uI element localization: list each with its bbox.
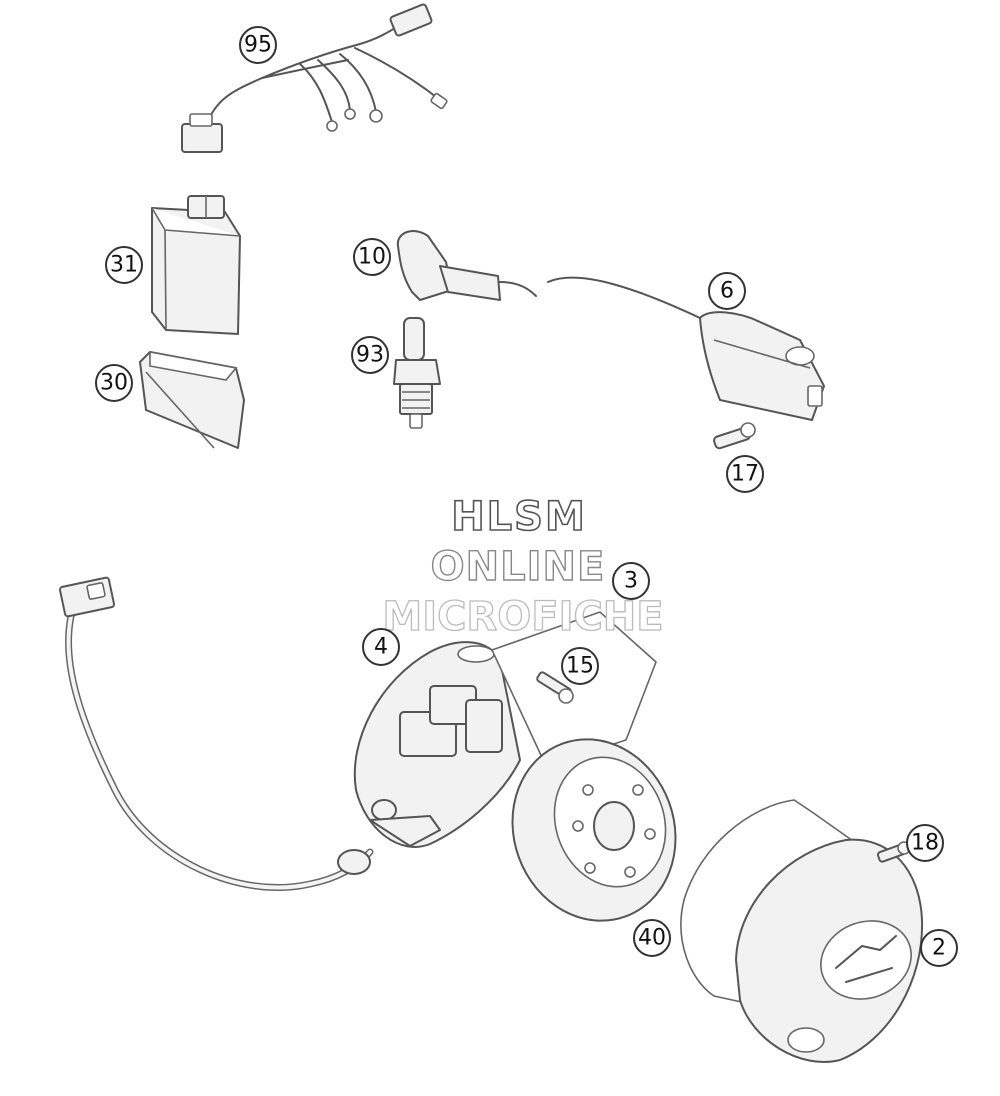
callout-15-label: 15 <box>566 654 594 679</box>
watermark-line-3: MICROFICHE <box>382 594 663 640</box>
callout-95: 95 <box>239 26 277 64</box>
callout-17-label: 17 <box>731 462 759 487</box>
callout-10: 10 <box>353 238 391 276</box>
callout-6: 6 <box>708 272 746 310</box>
callout-15: 15 <box>561 647 599 685</box>
watermark-line-1: HLSM <box>451 494 587 540</box>
callout-2: 2 <box>920 929 958 967</box>
callout-31: 31 <box>105 246 143 284</box>
watermark: HLSM ONLINE MICROFICHE <box>382 493 665 640</box>
ignition-cover-part <box>735 838 924 1063</box>
callout-3-label: 3 <box>624 569 638 594</box>
callout-30: 30 <box>95 364 133 402</box>
callout-10-label: 10 <box>358 245 386 270</box>
callout-2-label: 2 <box>932 936 946 961</box>
wiring-harness-part <box>181 3 448 153</box>
watermark-line-2: ONLINE <box>431 544 606 590</box>
stator-part <box>58 576 521 891</box>
callout-17: 17 <box>726 455 764 493</box>
callout-95-label: 95 <box>244 33 272 58</box>
ignition-coil-part <box>547 276 825 421</box>
coil-bolt-part <box>713 422 756 450</box>
callout-40: 40 <box>633 919 671 957</box>
callout-93: 93 <box>351 336 389 374</box>
callout-18: 18 <box>906 824 944 862</box>
cdi-holder-part <box>139 351 245 449</box>
callout-4: 4 <box>362 628 400 666</box>
callout-3: 3 <box>612 562 650 600</box>
cdi-unit-part <box>151 195 241 335</box>
callout-4-label: 4 <box>374 635 388 660</box>
flywheel-rotor-part <box>490 611 677 922</box>
spark-plug-cap-part <box>396 230 537 301</box>
callout-40-label: 40 <box>638 926 666 951</box>
callout-30-label: 30 <box>100 371 128 396</box>
callout-31-label: 31 <box>110 253 138 278</box>
callout-6-label: 6 <box>720 279 734 304</box>
callout-18-label: 18 <box>911 831 939 856</box>
stator-screw-part <box>536 671 574 704</box>
spark-plug-part <box>393 317 441 429</box>
callout-93-label: 93 <box>356 343 384 368</box>
